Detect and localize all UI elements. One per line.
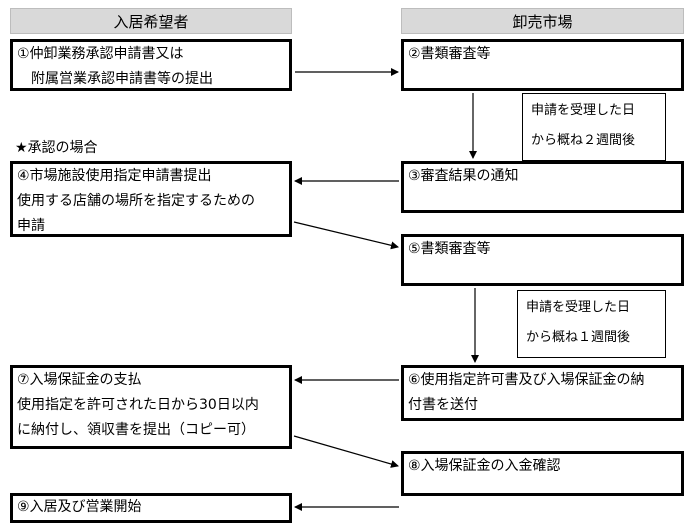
note-2-line-2: から概ね１週間後 [526, 330, 631, 345]
note-2-line-1: 申請を受理した日 [526, 300, 631, 315]
step-3-line-1: ③審査結果の通知 [408, 168, 519, 184]
step-9-line-1: ⑨入居及び営業開始 [17, 499, 142, 515]
note-1-line-2: から概ね２週間後 [531, 133, 636, 148]
step-8-payment-confirmation: ⑧入場保証金の入金確認 [401, 451, 684, 496]
step-4-line-1: ④市場施設使用指定申請書提出 [17, 168, 212, 184]
header-applicant: 入居希望者 [10, 8, 292, 34]
step-2-line-1: ②書類審査等 [408, 46, 491, 62]
step-7-deposit-payment: ⑦入場保証金の支払 使用指定を許可された日から30日以内 に納付し、領収書を提出… [10, 365, 292, 449]
step-7-line-3: に納付し、領収書を提出（コピー可） [17, 422, 255, 438]
step-4-line-2: 使用する店舗の場所を指定するための [17, 193, 255, 209]
step-4-line-3: 申請 [17, 218, 45, 234]
header-wholesale-market: 卸売市場 [401, 8, 684, 34]
step-3-review-result-notice: ③審査結果の通知 [401, 161, 684, 213]
step-2-document-review: ②書類審査等 [401, 39, 684, 91]
step-5-document-review: ⑤書類審査等 [401, 234, 684, 286]
note-two-weeks: 申請を受理した日 から概ね２週間後 [522, 93, 666, 161]
step-1-line-1: ①仲卸業務承認申請書又は [17, 46, 184, 62]
step-8-line-1: ⑧入場保証金の入金確認 [408, 458, 561, 474]
step-6-line-2: 付書を送付 [408, 397, 478, 413]
step-7-line-1: ⑦入場保証金の支払 [17, 372, 142, 388]
step-7-line-2: 使用指定を許可された日から30日以内 [17, 397, 259, 413]
approval-case-label: ★承認の場合 [15, 140, 98, 156]
note-one-week: 申請を受理した日 から概ね１週間後 [517, 290, 666, 358]
note-1-line-1: 申請を受理した日 [531, 103, 636, 118]
arrow-7-to-8 [293, 435, 399, 468]
step-4-facility-application: ④市場施設使用指定申請書提出 使用する店舗の場所を指定するための 申請 [10, 161, 292, 237]
arrow-4-to-5 [293, 221, 399, 250]
step-9-move-in-and-start: ⑨入居及び営業開始 [10, 493, 292, 523]
step-1-line-2: 附属営業承認申請書等の提出 [17, 71, 213, 87]
step-6-line-1: ⑥使用指定許可書及び入場保証金の納 [408, 372, 645, 388]
step-1-application: ①仲卸業務承認申請書又は 附属営業承認申請書等の提出 [10, 39, 292, 91]
step-5-line-1: ⑤書類審査等 [408, 241, 491, 257]
step-6-permit-and-invoice: ⑥使用指定許可書及び入場保証金の納 付書を送付 [401, 365, 684, 421]
